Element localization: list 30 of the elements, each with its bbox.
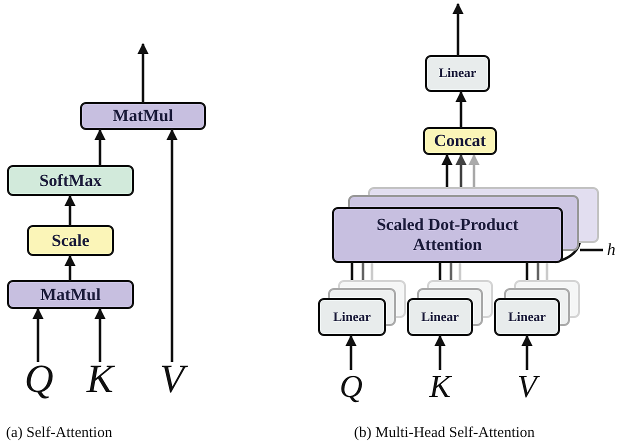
arrow (137, 42, 149, 102)
head-count-label: h (607, 240, 616, 260)
arrow (345, 334, 357, 370)
arrow (455, 154, 467, 187)
input-symbol: Q (20, 362, 58, 396)
operation-box: MatMul (7, 280, 134, 309)
arrow (32, 308, 44, 362)
caption: (b) Multi-Head Self-Attention (354, 425, 535, 442)
arrow (452, 2, 464, 55)
arrow (434, 334, 446, 370)
operation-box: MatMul (80, 102, 206, 130)
operation-box: Linear (425, 55, 490, 92)
arrow (64, 194, 76, 225)
operation-box: Concat (423, 127, 497, 155)
input-symbol: V (508, 370, 546, 402)
arrow (64, 254, 76, 280)
operation-box: SoftMax (7, 165, 134, 196)
arrow (94, 308, 106, 362)
arrow (166, 128, 178, 362)
arrow (94, 128, 106, 165)
input-symbol: V (152, 362, 192, 396)
operation-box: Scale (27, 225, 114, 256)
input-symbol: K (421, 370, 459, 402)
arrow (441, 154, 453, 187)
caption: (a) Self-Attention (6, 425, 112, 442)
arrow (455, 90, 467, 127)
arrow (468, 154, 480, 187)
input-symbol: K (80, 362, 120, 396)
input-symbol: Q (333, 370, 369, 402)
arrow (521, 334, 533, 370)
